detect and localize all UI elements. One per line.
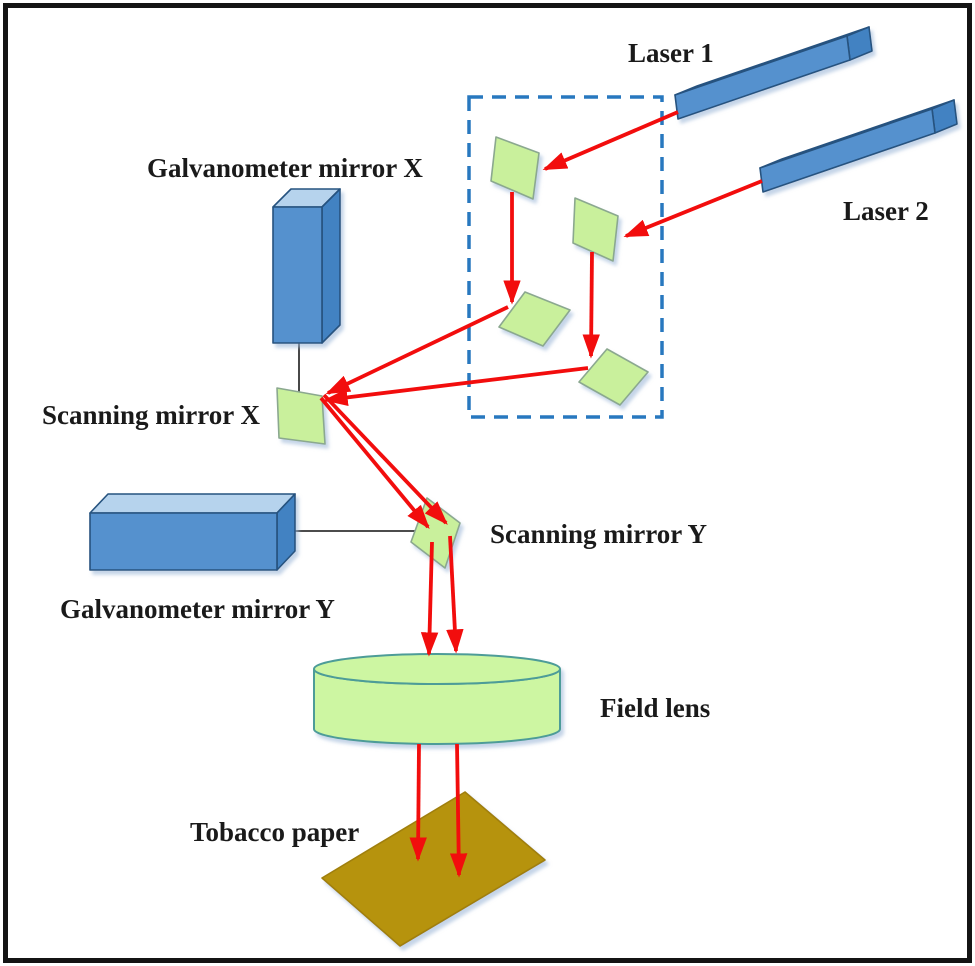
scanning-x-label: Scanning mirror X (42, 400, 261, 430)
laser1-front-face (674, 35, 851, 120)
field-lens-top-rim (313, 653, 561, 685)
beam-lens-to-paper-1 (409, 743, 427, 862)
beam-combiner-to-scan-x-1 (325, 305, 509, 395)
laser2-box (759, 99, 958, 193)
beam-scan-y-to-lens-1 (420, 541, 439, 657)
beam-combiner-to-scan-x-2 (323, 366, 589, 407)
diagram-labels: Laser 1 Laser 2 Galvanometer mirror X Sc… (42, 38, 929, 847)
beam-scan-y-to-lens-2 (446, 535, 464, 654)
galvanometer-y-label: Galvanometer mirror Y (60, 594, 335, 624)
galvanometer-y-box (89, 493, 296, 571)
beam-scan-x-to-scan-y-1 (319, 396, 430, 530)
laser2-end-face (931, 99, 958, 134)
combiner-mirror-bottom-right (578, 348, 649, 406)
field-lens-label: Field lens (600, 693, 710, 723)
laser1-box (674, 26, 873, 120)
figure-border (3, 3, 972, 963)
beam-laser2-to-combiner (623, 179, 763, 238)
galvanometer-x-box (272, 188, 341, 344)
galvanometer-x-label: Galvanometer mirror X (147, 153, 423, 183)
beam-scan-x-to-scan-y-2 (322, 393, 448, 525)
galvo-x-side-face (321, 188, 341, 344)
laser-beams (319, 110, 763, 878)
beam-combiner-dashed-box (467, 95, 664, 419)
beam-combiner-right-down (582, 251, 600, 359)
galvo-y-top-face (89, 493, 296, 514)
combiner-mirrors (490, 136, 649, 406)
field-lens-shape (313, 653, 561, 745)
laser1-end-face (846, 26, 873, 61)
combiner-mirror-top-left (490, 136, 540, 200)
scanning-y-label: Scanning mirror Y (490, 519, 707, 549)
laser1-label: Laser 1 (628, 38, 714, 68)
beam-lens-to-paper-2 (449, 743, 468, 878)
beam-laser1-to-combiner (542, 110, 679, 171)
combiner-mirror-bottom-left (498, 291, 571, 347)
tobacco-paper-label: Tobacco paper (190, 817, 359, 847)
galvo-x-front-face (272, 206, 323, 344)
laser2-front-face (759, 108, 936, 193)
galvo-y-front-face (89, 512, 278, 571)
tobacco-paper-shape (321, 791, 546, 947)
laser2-label: Laser 2 (843, 196, 929, 226)
scanning-mirror-x-shape (276, 387, 326, 445)
combiner-mirror-middle (572, 197, 619, 262)
